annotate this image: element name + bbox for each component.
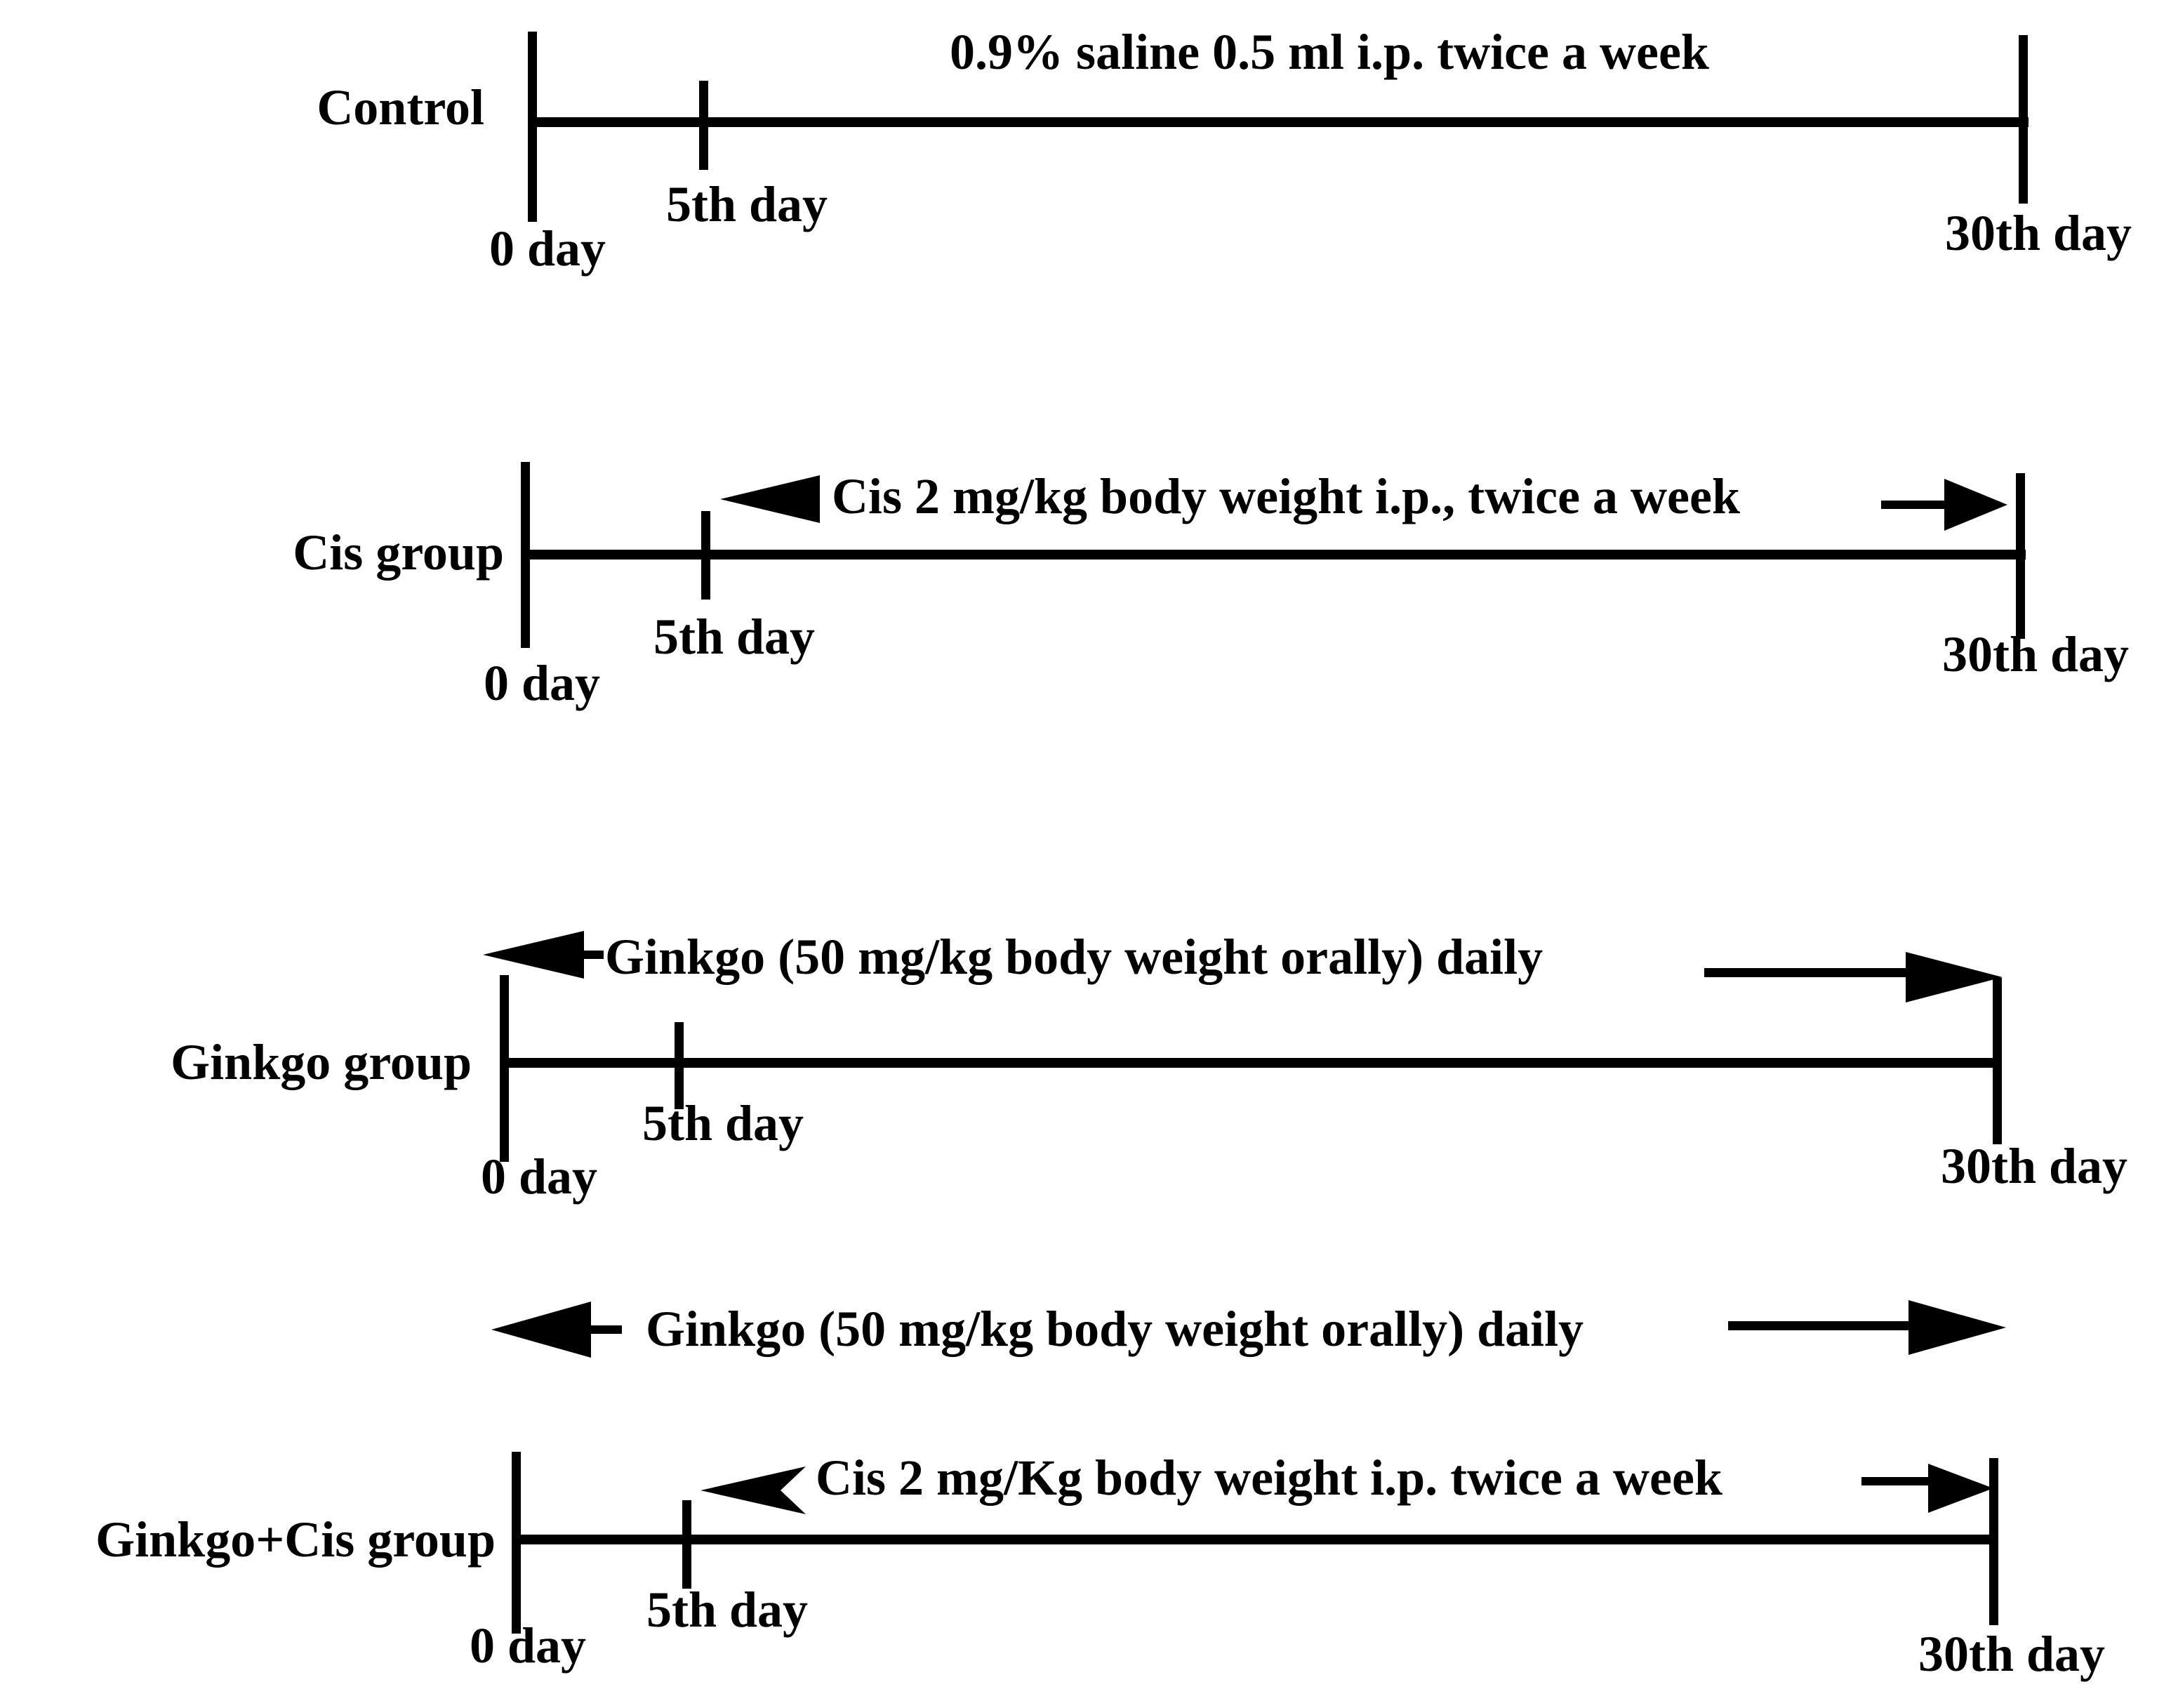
day30-label: 30th day <box>1918 1626 2106 1682</box>
tick-5th-day <box>701 511 710 600</box>
right-arrow-tail <box>1728 1321 1912 1330</box>
tick-0-day <box>521 462 530 648</box>
right-arrow-tail <box>1881 501 1948 509</box>
annotation-text: Ginkgo (50 mg/kg body weight orally) dai… <box>605 929 1543 985</box>
left-arrow-tail <box>580 951 604 959</box>
day5-label: 5th day <box>665 176 828 232</box>
left-arrowhead-icon <box>491 1302 591 1358</box>
tick-5th-day <box>675 1022 684 1109</box>
timeline-axis <box>512 1535 1998 1544</box>
right-arrow-tail <box>1704 968 1909 977</box>
left-arrow-tail <box>587 1325 622 1334</box>
day30-label: 30th day <box>1940 1138 2128 1194</box>
tick-30th-day <box>1989 1458 1998 1625</box>
group-label: Control <box>317 79 484 135</box>
timeline-axis <box>528 117 2029 127</box>
day5-label: 5th day <box>653 609 816 665</box>
day30-label: 30th day <box>1944 205 2132 261</box>
tick-5th-day <box>682 1500 691 1589</box>
day5-label: 5th day <box>642 1095 804 1151</box>
annotation-text: Cis 2 mg/kg body weight i.p., twice a we… <box>832 468 1740 524</box>
tick-0-day <box>528 32 537 222</box>
group-label: Ginkgo+Cis group <box>95 1511 496 1568</box>
right-arrowhead-icon <box>1944 479 2007 531</box>
tick-0-day <box>512 1452 521 1634</box>
day0-label: 0 day <box>480 1148 598 1205</box>
annotation-text: Cis 2 mg/Kg body weight i.p. twice a wee… <box>816 1450 1722 1506</box>
right-arrowhead-icon <box>1906 952 2003 1002</box>
annotation-text: 0.9% saline 0.5 ml i.p. twice a week <box>950 24 1709 80</box>
left-arrowhead-icon <box>483 931 584 979</box>
right-arrowhead-icon <box>1928 1464 1993 1513</box>
day0-label: 0 day <box>469 1617 587 1674</box>
timeline-axis <box>500 1058 2002 1068</box>
tick-0-day <box>500 975 509 1162</box>
timeline-axis <box>521 550 2026 560</box>
right-arrowhead-icon <box>1908 1300 2006 1355</box>
left-arrowhead-icon <box>701 1467 806 1514</box>
tick-5th-day <box>699 81 708 170</box>
annotation-text: Ginkgo (50 mg/kg body weight orally) dai… <box>646 1301 1584 1357</box>
day30-label: 30th day <box>1941 626 2130 682</box>
group-label: Cis group <box>293 524 504 581</box>
day0-label: 0 day <box>483 655 601 711</box>
day0-label: 0 day <box>489 220 606 277</box>
tick-30th-day <box>2019 35 2028 204</box>
right-arrow-tail <box>1861 1477 1932 1485</box>
day5-label: 5th day <box>646 1582 809 1638</box>
tick-30th-day <box>1993 978 2002 1144</box>
group-label: Ginkgo group <box>171 1034 472 1090</box>
left-arrowhead-icon <box>720 475 820 523</box>
tick-30th-day <box>2016 473 2025 639</box>
